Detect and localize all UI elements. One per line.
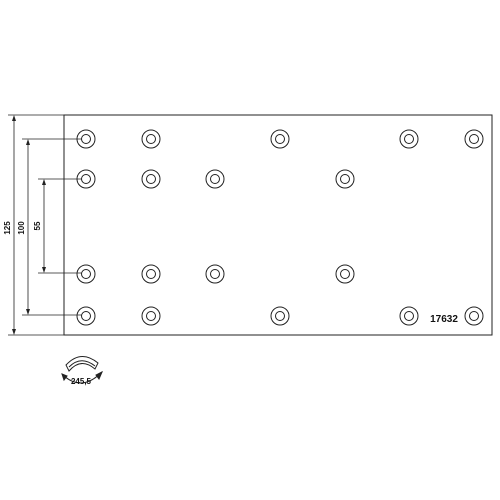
rivet-hole-outer — [335, 264, 355, 284]
dim-100-arrow-top — [26, 139, 30, 145]
rivet-hole-inner — [275, 134, 285, 144]
rivet-hole-inner — [404, 134, 414, 144]
rivet-hole-inner — [210, 269, 220, 279]
rivet-hole-outer — [335, 169, 355, 189]
rivet-hole-inner — [469, 134, 479, 144]
dim-125-arrow-top — [12, 115, 16, 121]
rivet-hole-inner — [340, 269, 350, 279]
rivet-hole-inner — [146, 174, 156, 184]
rivet-hole — [464, 129, 484, 149]
rivet-hole — [399, 129, 419, 149]
rivet-hole-inner — [146, 134, 156, 144]
rivet-hole-inner — [81, 269, 91, 279]
rivet-hole-outer — [141, 264, 161, 284]
dim-100-arrow-bottom — [26, 309, 30, 315]
rivet-hole-outer — [270, 129, 290, 149]
rivet-hole-inner — [146, 311, 156, 321]
rivet-hole-outer — [141, 129, 161, 149]
rivet-hole — [141, 306, 161, 326]
rivet-hole — [335, 169, 355, 189]
dim-55-arrow-bottom — [42, 267, 46, 273]
rivet-hole — [335, 264, 355, 284]
arc-length-symbol — [61, 356, 103, 384]
rivet-hole — [399, 306, 419, 326]
rivet-hole-outer — [399, 129, 419, 149]
rivet-hole — [464, 306, 484, 326]
rivet-hole-outer — [464, 306, 484, 326]
rivet-hole-outer — [205, 169, 225, 189]
rivet-hole-outer — [141, 169, 161, 189]
rivet-hole-outer — [76, 264, 96, 284]
rivet-hole-outer — [141, 306, 161, 326]
rivet-hole-inner — [81, 134, 91, 144]
rivet-hole — [205, 264, 225, 284]
curved-lining-inner-icon — [68, 360, 96, 368]
rivet-hole-inner — [275, 311, 285, 321]
rivet-hole-inner — [404, 311, 414, 321]
rivet-hole — [76, 306, 96, 326]
part-number: 17632 — [430, 314, 458, 325]
rivet-hole — [141, 129, 161, 149]
rivet-hole — [270, 306, 290, 326]
dim-100-label: 100 — [17, 221, 26, 235]
rivet-hole-inner — [340, 174, 350, 184]
dim-125-arrow-bottom — [12, 329, 16, 335]
rivet-hole-outer — [270, 306, 290, 326]
rivet-hole-outer — [464, 129, 484, 149]
rivet-hole-inner — [210, 174, 220, 184]
arc-length-arrowhead-right — [95, 370, 103, 380]
dimension-lines — [8, 114, 82, 336]
rivet-holes — [76, 129, 484, 326]
rivet-hole — [270, 129, 290, 149]
dim-125-label: 125 — [3, 221, 12, 235]
rivet-hole-inner — [81, 311, 91, 321]
rivet-hole-outer — [205, 264, 225, 284]
rivet-hole-inner — [81, 174, 91, 184]
rivet-hole — [141, 169, 161, 189]
rivet-hole-outer — [399, 306, 419, 326]
arc-length-label: 245,5 — [71, 377, 92, 386]
arc-length-arrowhead-left — [61, 373, 68, 382]
rivet-hole — [205, 169, 225, 189]
dim-55-label: 55 — [33, 221, 42, 230]
rivet-hole — [141, 264, 161, 284]
dimension-arrows — [12, 115, 46, 335]
rivet-hole — [76, 264, 96, 284]
dim-55-arrow-top — [42, 179, 46, 185]
curved-lining-icon — [65, 356, 99, 372]
rivet-hole-outer — [76, 306, 96, 326]
rivet-hole-inner — [146, 269, 156, 279]
lining-outline — [63, 114, 493, 336]
rivet-hole-inner — [469, 311, 479, 321]
